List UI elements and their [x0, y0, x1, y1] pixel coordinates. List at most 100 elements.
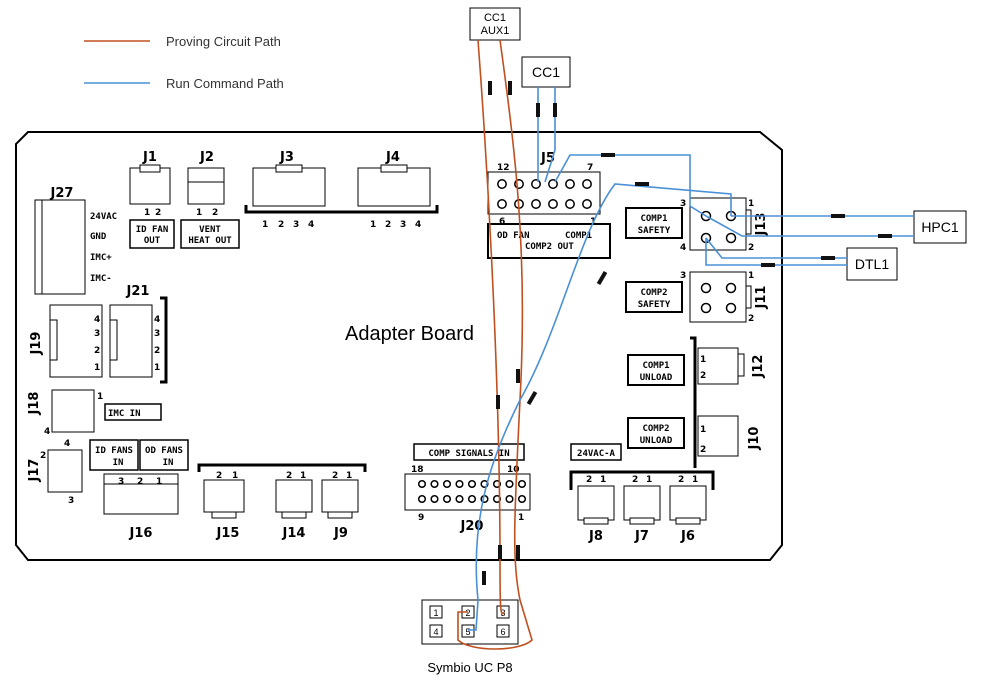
wire-arrow-icon	[482, 571, 486, 585]
run-command-wires	[468, 87, 914, 631]
svg-text:1: 1	[370, 220, 376, 230]
svg-text:2: 2	[154, 346, 160, 356]
j19-connector: J19 4 3 2 1	[29, 304, 103, 378]
wire-arrow-icon	[516, 369, 520, 383]
svg-text:3: 3	[154, 329, 160, 339]
j20-pin	[417, 479, 427, 489]
wire-arrow-icon	[553, 103, 557, 117]
svg-text:COMP SIGNALS IN: COMP SIGNALS IN	[428, 449, 509, 459]
cc1-label: CC1	[532, 64, 560, 80]
svg-text:1: 1	[156, 477, 162, 487]
svg-text:UNLOAD: UNLOAD	[640, 436, 673, 446]
j20-pin	[430, 479, 439, 489]
j1-label: J1	[142, 150, 157, 165]
j2-label: J2	[199, 150, 214, 165]
j12-j10-connectors: 1 2 J12 1 2 J10	[690, 336, 766, 468]
svg-text:2: 2	[748, 243, 754, 253]
dtl1-box: DTL1	[846, 247, 898, 281]
j20-pin	[517, 479, 527, 489]
wire-arrow-icon	[635, 182, 649, 186]
j21-label: J21	[126, 284, 150, 299]
svg-text:COMP1: COMP1	[565, 231, 592, 241]
j20-pin	[455, 479, 464, 489]
svg-text:1: 1	[154, 363, 160, 373]
comp1-unload: COMP1 UNLOAD	[627, 354, 685, 386]
symbio-label: Symbio UC P8	[427, 660, 512, 675]
svg-text:1: 1	[748, 271, 754, 281]
svg-text:IMC+: IMC+	[90, 253, 112, 263]
j20-pin	[442, 479, 452, 489]
dtl1-label: DTL1	[855, 256, 889, 272]
svg-text:9: 9	[418, 513, 424, 523]
j20-pin	[430, 494, 439, 504]
j11-connector: 3 1 2 J11	[680, 271, 769, 324]
wire-arrow-icon	[831, 214, 845, 218]
svg-text:3: 3	[118, 477, 124, 487]
j19-label: J19	[29, 332, 44, 356]
legend: Proving Circuit Path Run Command Path	[84, 34, 284, 91]
svg-text:2: 2	[700, 371, 706, 381]
svg-text:2: 2	[216, 471, 222, 481]
cc1-box: CC1	[521, 56, 571, 88]
svg-text:2: 2	[94, 346, 100, 356]
symbio-p8-connector: 1 2 3 4 5 6 Symbio UC P8	[421, 599, 519, 675]
svg-text:IMC IN: IMC IN	[108, 409, 141, 419]
svg-text:1: 1	[346, 471, 352, 481]
j4-connector: J4 1 2 3 4	[244, 150, 439, 230]
svg-text:4: 4	[64, 439, 70, 449]
svg-text:3: 3	[293, 220, 299, 230]
svg-text:24VAC-A: 24VAC-A	[577, 449, 616, 459]
j20-pin	[417, 494, 427, 504]
j5-pin	[531, 199, 541, 209]
j27-label: J27	[50, 186, 74, 201]
svg-text:6: 6	[499, 217, 505, 227]
p8-pin1: 1	[433, 608, 438, 618]
svg-text:IN: IN	[113, 458, 124, 468]
svg-text:3: 3	[680, 199, 686, 209]
wire-arrow-icon	[498, 545, 502, 559]
svg-text:2: 2	[632, 475, 638, 485]
svg-text:2: 2	[155, 208, 161, 218]
cc1-aux1-label-2: AUX1	[481, 25, 510, 37]
j5-pin	[497, 199, 507, 209]
j27-connector: J27 24VAC GND IMC+ IMC-	[34, 186, 117, 295]
svg-text:1: 1	[94, 363, 100, 373]
j18-connector: J18 1 4 IMC IN	[27, 389, 162, 437]
j5-pin	[582, 199, 592, 209]
wire-arrow-icon	[878, 234, 892, 238]
svg-text:4: 4	[680, 243, 686, 253]
svg-text:2: 2	[748, 314, 754, 324]
wire-arrow-icon	[761, 263, 775, 267]
j20-pin	[517, 494, 527, 504]
svg-text:COMP1: COMP1	[642, 361, 669, 371]
j5-pin	[531, 179, 541, 189]
svg-text:1: 1	[692, 475, 698, 485]
svg-text:3: 3	[68, 496, 74, 506]
wire-arrow-icon	[516, 545, 520, 559]
svg-text:1: 1	[196, 208, 202, 218]
hpc1-box: HPC1	[913, 210, 967, 244]
wire-arrows	[482, 81, 892, 585]
j17-label: J17	[27, 459, 42, 483]
p8-pin5: 5	[465, 627, 470, 637]
svg-text:1: 1	[700, 355, 706, 365]
svg-text:1: 1	[748, 199, 754, 209]
svg-text:1: 1	[232, 471, 238, 481]
svg-text:3: 3	[94, 329, 100, 339]
j5-pin	[565, 199, 575, 209]
j1-connector: J1 1 2 ID FAN OUT	[129, 150, 175, 249]
j8-j7-j6-connectors: 24VAC-A 2 1 J8 2 1 J7 2 1 J6	[569, 443, 715, 544]
j20-pin	[455, 494, 464, 504]
run-wire-dtl1-in	[705, 237, 847, 259]
svg-text:OD FANS: OD FANS	[145, 446, 183, 456]
j9-label: J9	[333, 526, 348, 541]
svg-text:SAFETY: SAFETY	[638, 300, 671, 310]
wire-arrow-icon	[526, 390, 538, 406]
svg-text:12: 12	[497, 163, 510, 173]
svg-text:1: 1	[300, 471, 306, 481]
proving-circuit-wires	[457, 39, 533, 650]
j5-pin	[548, 199, 558, 209]
svg-text:2: 2	[700, 445, 706, 455]
j20-pin	[467, 479, 477, 489]
